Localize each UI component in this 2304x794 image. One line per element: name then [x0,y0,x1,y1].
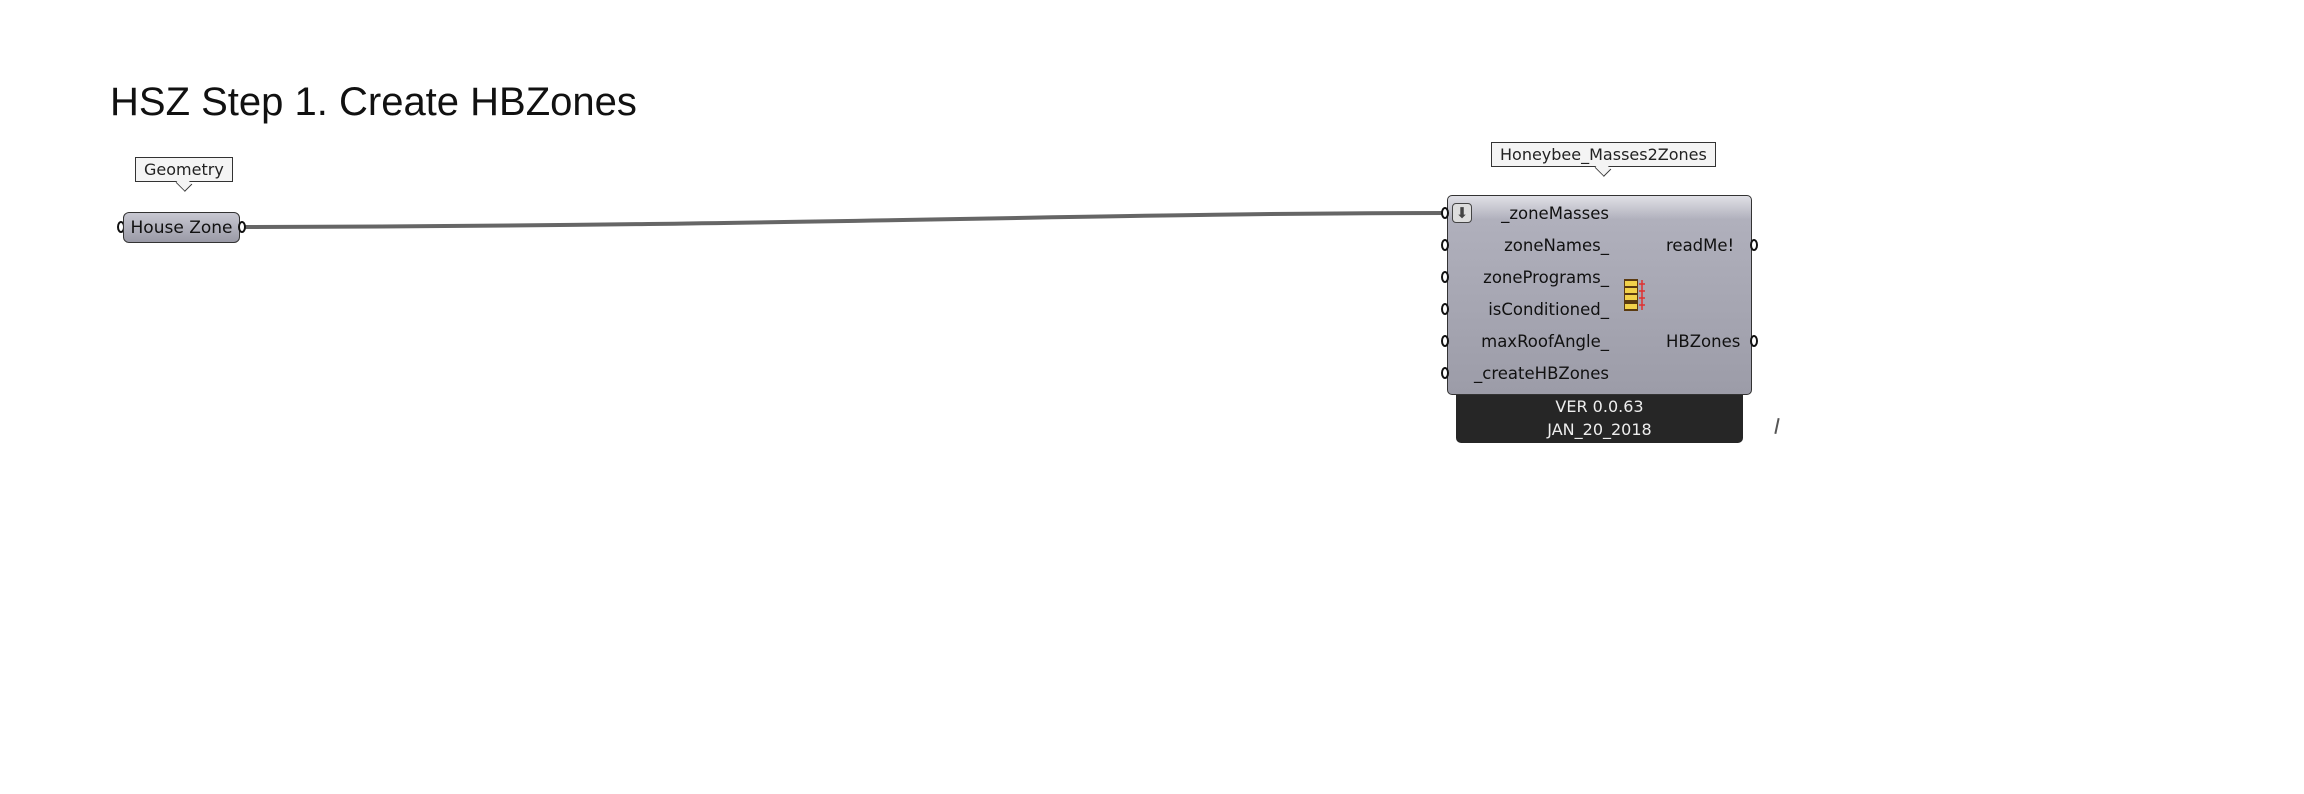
input-isConditioned[interactable]: isConditioned_ [1488,300,1609,319]
grip-isConditioned[interactable] [1441,303,1449,315]
arrow-down-icon[interactable]: ⬇ [1452,203,1472,223]
date-label: JAN_20_2018 [1547,420,1652,439]
input-maxRoofAngle[interactable]: maxRoofAngle_ [1481,332,1609,351]
param-label: House Zone [130,217,233,238]
output-HBZones[interactable]: HBZones [1666,332,1741,351]
grip-createHBZones[interactable] [1441,367,1449,379]
version-footer: VER 0.0.63 JAN_20_2018 [1456,395,1743,443]
input-zonePrograms[interactable]: zonePrograms_ [1483,268,1609,287]
output-readMe[interactable]: readMe! [1666,236,1735,255]
grip-zoneMasses[interactable] [1441,207,1449,219]
grip-maxRoofAngle[interactable] [1441,335,1449,347]
output-grip[interactable] [238,221,246,233]
grip-HBZones[interactable] [1750,335,1758,347]
grip-zonePrograms[interactable] [1441,271,1449,283]
honeybee-masses2zones-icon [1624,279,1645,311]
grip-zoneNames[interactable] [1441,239,1449,251]
house-zone-param[interactable]: House Zone [123,212,240,243]
input-zoneNames[interactable]: zoneNames_ [1504,236,1609,255]
group-title: HSZ Step 1. Create HBZones [110,80,637,124]
input-createHBZones[interactable]: _createHBZones [1474,364,1609,383]
component-tag: Honeybee_Masses2Zones [1491,142,1716,167]
input-zoneMasses[interactable]: _zoneMasses [1501,204,1609,223]
grip-readMe[interactable] [1750,239,1758,251]
masses2zones-component[interactable]: ⬇ _zoneMasses zoneNames_ zonePrograms_ i… [1447,195,1752,395]
version-label: VER 0.0.63 [1555,397,1644,416]
geometry-tag: Geometry [135,157,233,182]
